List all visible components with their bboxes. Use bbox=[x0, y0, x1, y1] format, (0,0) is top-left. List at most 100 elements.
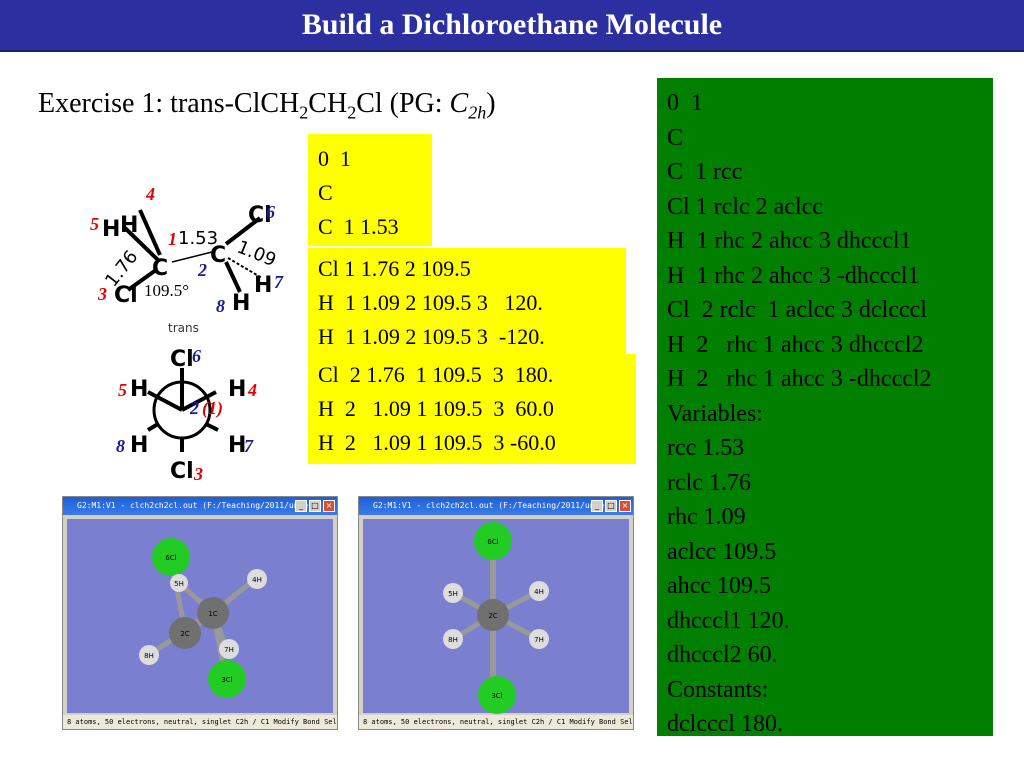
exercise-sub2: 2 bbox=[347, 102, 357, 123]
newman-atom-right-down: H bbox=[228, 433, 246, 458]
zmatrix-line: 0 1 bbox=[667, 90, 703, 116]
newman-atom-right-up: H bbox=[228, 377, 246, 402]
atom-h-right: H bbox=[254, 273, 272, 298]
label-trans: trans bbox=[168, 321, 199, 335]
atom-label: 3Cl bbox=[221, 676, 232, 684]
num-3: 3 bbox=[97, 284, 107, 304]
newman-num-4: 4 bbox=[247, 380, 257, 400]
exercise-sub1: 2 bbox=[299, 102, 309, 123]
zmatrix-line: H 1 1.09 2 109.5 3 120. bbox=[318, 290, 543, 315]
num-8: 8 bbox=[216, 296, 225, 316]
newman-num-1: (1) bbox=[202, 398, 223, 419]
variable-line: rclc 1.76 bbox=[667, 469, 751, 496]
variable-zmatrix-box: 0 1 C C 1 rcc Cl 1 rclc 2 aclcc H 1 rhc … bbox=[657, 78, 993, 737]
atom-c1: C bbox=[152, 256, 168, 281]
num-4: 4 bbox=[145, 184, 155, 204]
newman-atom-top: Cl bbox=[170, 347, 194, 372]
zmatrix-line: C bbox=[667, 124, 684, 151]
label-rcc: 1.53 bbox=[178, 228, 218, 249]
maximize-button[interactable]: □ bbox=[309, 500, 321, 512]
variable-line: rhc 1.09 bbox=[667, 504, 746, 530]
atom-label: 2C bbox=[180, 630, 189, 638]
atom-label: 3Cl bbox=[491, 692, 502, 700]
minimize-button[interactable]: _ bbox=[295, 500, 307, 512]
atom-label: 2C bbox=[488, 612, 497, 620]
label-angle: 109.5° bbox=[144, 281, 189, 300]
molecule-view-area[interactable]: 6Cl 5H 4H 2C 8H 7H 3Cl bbox=[363, 519, 629, 714]
zmatrix-line: C bbox=[318, 180, 333, 205]
atom-h-lower: H bbox=[232, 291, 250, 316]
zmatrix-line: H 2 rhc 1 ahcc 3 dhcccl2 bbox=[667, 331, 924, 358]
atom-label: 6Cl bbox=[487, 538, 498, 546]
minimize-button[interactable]: _ bbox=[591, 500, 603, 512]
zmatrix-line: H 2 1.09 1 109.5 3 -60.0 bbox=[318, 430, 556, 455]
molecule-diagrams: H H C C Cl H H Cl 1.53 1.76 1.09 109.5° … bbox=[90, 184, 284, 484]
viewer-window-2[interactable]: G2:M1:V1 - clch2ch2cl.out (F:/Teaching/2… bbox=[358, 496, 634, 730]
close-button[interactable]: × bbox=[323, 500, 335, 512]
atom-label: 1C bbox=[208, 610, 217, 618]
newman-num-7: 7 bbox=[244, 436, 254, 456]
maximize-button[interactable]: □ bbox=[605, 500, 617, 512]
constant-line: dclcccl 180. bbox=[667, 711, 783, 737]
sawhorse-diagram: H H C C Cl H H Cl 1.53 1.76 1.09 109.5° … bbox=[90, 184, 284, 335]
num-5: 5 bbox=[90, 214, 99, 234]
exercise-close: ) bbox=[486, 88, 496, 119]
zmatrix-line: H 2 1.09 1 109.5 3 60.0 bbox=[318, 396, 554, 421]
num-6: 6 bbox=[266, 202, 275, 222]
atom-label: 4H bbox=[534, 588, 544, 596]
viewer-window-1[interactable]: G2:M1:V1 - clch2ch2cl.out (F:/Teaching/2… bbox=[62, 496, 338, 730]
newman-num-6: 6 bbox=[192, 346, 201, 366]
variable-line: rcc 1.53 bbox=[667, 435, 745, 461]
atom-label: 6Cl bbox=[165, 554, 176, 562]
molecule-render-1: 6Cl 5H 4H 1C 2C 8H 7H 3Cl bbox=[139, 538, 267, 698]
atom-label: 7H bbox=[534, 636, 544, 644]
point-group-sub: 2h bbox=[468, 102, 487, 123]
newman-atom-left-down: H bbox=[130, 433, 148, 458]
molecule-render-2: 6Cl 5H 4H 2C 8H 7H 3Cl bbox=[443, 522, 549, 714]
zmatrix-line: 0 1 bbox=[318, 146, 351, 171]
atom-label: 8H bbox=[144, 652, 154, 660]
status-bar: 8 atoms, 50 electrons, neutral, singlet … bbox=[63, 715, 337, 729]
close-button[interactable]: × bbox=[619, 500, 631, 512]
atom-label: 8H bbox=[448, 636, 458, 644]
atom-h-left: H bbox=[102, 217, 120, 242]
atom-label: 7H bbox=[224, 646, 234, 654]
point-group: C bbox=[449, 88, 469, 119]
newman-atom-bottom: Cl bbox=[170, 459, 194, 484]
zmatrix-line: Cl 2 rclc 1 aclcc 3 dclcccl bbox=[667, 297, 927, 323]
zmatrix-line: Cl 1 1.76 2 109.5 bbox=[318, 256, 471, 281]
window-title: G2:M1:V1 - clch2ch2cl.out (F:/Teaching/2… bbox=[63, 497, 337, 515]
newman-projection: Cl H H H H Cl 6 5 4 2 (1) 8 7 3 bbox=[116, 346, 257, 484]
num-1: 1 bbox=[168, 229, 177, 249]
title-bar: Build a Dichloroethane Molecule bbox=[0, 0, 1024, 52]
slide-title: Build a Dichloroethane Molecule bbox=[301, 8, 723, 41]
atom-cl-right: Cl bbox=[248, 203, 272, 228]
exercise-mid: CH bbox=[308, 88, 348, 119]
exercise-heading: Exercise 1: trans-ClCH2CH2Cl (PG: C2h) bbox=[38, 88, 496, 124]
variable-line: aclcc 109.5 bbox=[667, 538, 777, 565]
zmatrix-box-3: Cl 2 1.76 1 109.5 3 180. H 2 1.09 1 109.… bbox=[308, 354, 636, 464]
newman-num-5: 5 bbox=[118, 380, 127, 400]
zmatrix-line: C 1 1.53 bbox=[318, 214, 399, 239]
atom-h-top: H bbox=[120, 213, 138, 238]
window-title: G2:M1:V1 - clch2ch2cl.out (F:/Teaching/2… bbox=[359, 497, 633, 515]
newman-atom-left-up: H bbox=[130, 377, 148, 402]
zmatrix-box-1: 0 1 C C 1 1.53 bbox=[308, 134, 432, 246]
num-2: 2 bbox=[197, 260, 207, 280]
molecule-view-area[interactable]: 6Cl 5H 4H 1C 2C 8H 7H 3Cl bbox=[67, 519, 333, 713]
constants-heading: Constants: bbox=[667, 676, 769, 703]
zmatrix-line: H 1 rhc 2 ahcc 3 -dhcccl1 bbox=[667, 262, 920, 289]
atom-label: 5H bbox=[448, 590, 458, 598]
variable-line: ahcc 109.5 bbox=[667, 573, 771, 599]
newman-num-2: 2 bbox=[189, 398, 199, 418]
zmatrix-line: Cl 1 rclc 2 aclcc bbox=[667, 193, 823, 220]
variable-line: dhcccl2 60. bbox=[667, 642, 778, 668]
zmatrix-line: H 1 1.09 2 109.5 3 -120. bbox=[318, 324, 545, 349]
zmatrix-line: C 1 rcc bbox=[667, 159, 743, 185]
atom-label: 5H bbox=[174, 580, 184, 588]
exercise-suffix: Cl (PG: bbox=[356, 88, 450, 119]
newman-num-3: 3 bbox=[193, 464, 203, 484]
variable-line: dhcccl1 120. bbox=[667, 607, 790, 634]
zmatrix-line: H 1 rhc 2 ahcc 3 dhcccl1 bbox=[667, 228, 912, 254]
variables-heading: Variables: bbox=[667, 400, 763, 427]
